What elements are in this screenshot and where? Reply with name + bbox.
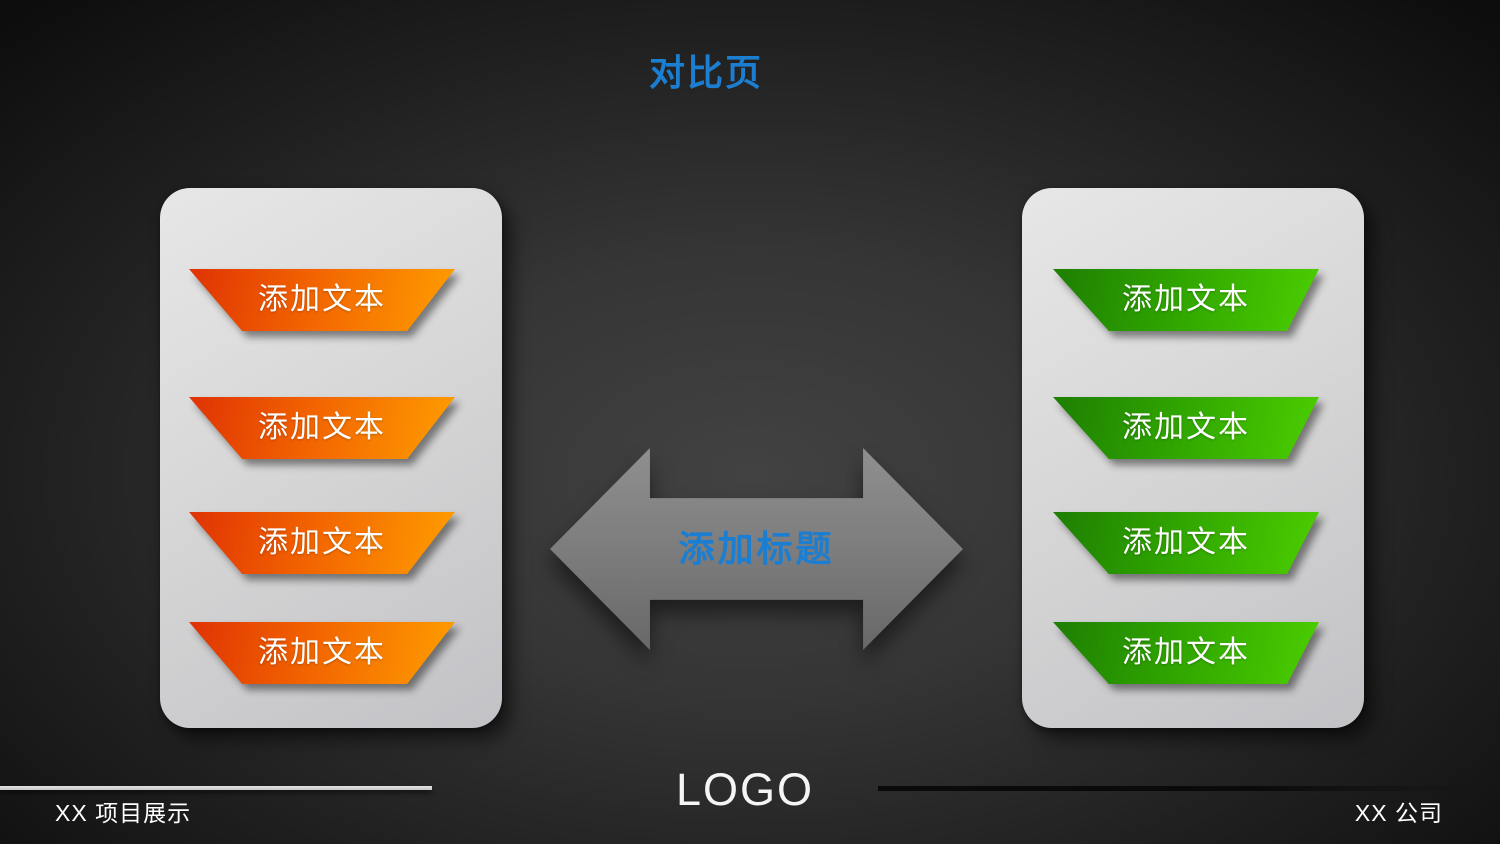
left-item-3-trapezoid: 添加文本 xyxy=(189,512,455,574)
right-item-1: 添加文本 xyxy=(1053,269,1319,331)
left-item-1: 添加文本 xyxy=(189,269,455,331)
footer-project-text: XX 项目展示 xyxy=(55,800,192,826)
left-item-4-label: 添加文本 xyxy=(258,636,386,669)
left-item-2: 添加文本 xyxy=(189,397,455,459)
right-item-3: 添加文本 xyxy=(1053,512,1319,574)
right-item-1-trapezoid: 添加文本 xyxy=(1053,269,1319,331)
footer-divider-left xyxy=(0,786,432,790)
right-item-3-label: 添加文本 xyxy=(1122,526,1250,559)
slide-title: 对比页 xyxy=(648,52,763,93)
left-item-4-trapezoid: 添加文本 xyxy=(189,622,455,684)
left-item-2-label: 添加文本 xyxy=(258,411,386,444)
right-item-2-trapezoid: 添加文本 xyxy=(1053,397,1319,459)
right-item-4: 添加文本 xyxy=(1053,622,1319,684)
right-item-4-trapezoid: 添加文本 xyxy=(1053,622,1319,684)
right-item-3-trapezoid: 添加文本 xyxy=(1053,512,1319,574)
logo-text: LOGO xyxy=(675,764,815,815)
left-item-4: 添加文本 xyxy=(189,622,455,684)
center-title: 添加标题 xyxy=(678,528,835,569)
left-item-1-trapezoid: 添加文本 xyxy=(189,269,455,331)
left-item-2-trapezoid: 添加文本 xyxy=(189,397,455,459)
footer-divider-right xyxy=(878,786,1460,791)
left-item-3-label: 添加文本 xyxy=(258,526,386,559)
left-item-1-label: 添加文本 xyxy=(258,283,386,316)
left-item-3: 添加文本 xyxy=(189,512,455,574)
right-item-1-label: 添加文本 xyxy=(1122,283,1250,316)
double-arrow: 添加标题 xyxy=(550,448,963,650)
right-item-2-label: 添加文本 xyxy=(1122,411,1250,444)
left-panel: 添加文本 添加文本 添加文本 添加文本 xyxy=(160,188,502,728)
double-arrow-shape: 添加标题 xyxy=(550,448,963,650)
right-item-2: 添加文本 xyxy=(1053,397,1319,459)
footer-company-text: XX 公司 xyxy=(1354,800,1443,826)
right-item-4-label: 添加文本 xyxy=(1122,636,1250,669)
right-panel: 添加文本 添加文本 添加文本 添加文本 xyxy=(1022,188,1364,728)
